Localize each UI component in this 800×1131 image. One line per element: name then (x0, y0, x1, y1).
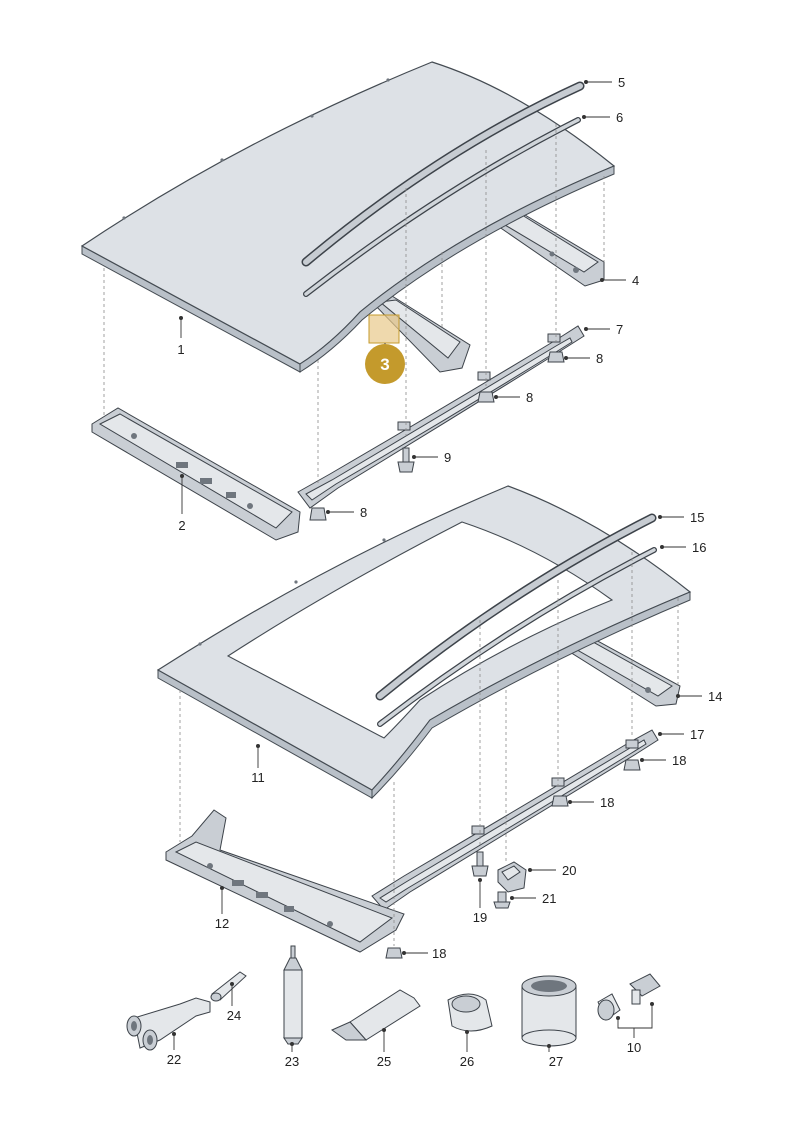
panoramic-front-cross-member (165, 809, 405, 953)
callout-17: 17 (690, 727, 704, 742)
callout-22: 22 (167, 1052, 181, 1067)
callout-18-left: 18 (432, 946, 446, 961)
nut-8-left (309, 507, 327, 521)
panoramic-side-roof-frame (371, 729, 659, 911)
panoramic-roof-rail-outer (375, 513, 657, 701)
bolt-19 (471, 851, 489, 877)
badge-circle (365, 344, 405, 384)
adhesive-tube-23 (283, 945, 303, 1045)
callout-2: 2 (178, 518, 185, 533)
front-roof-cross-member (91, 407, 301, 541)
highlighted-area (368, 314, 400, 344)
callout-23: 23 (285, 1054, 299, 1069)
callout-20: 20 (562, 863, 576, 878)
callout-7: 7 (616, 322, 623, 337)
badge-label: 3 (380, 355, 389, 374)
screw-21 (493, 891, 511, 909)
callout-6: 6 (616, 110, 623, 125)
nut-8-middle (477, 391, 495, 403)
callout-5: 5 (618, 75, 625, 90)
callout-9: 9 (444, 450, 451, 465)
callout-1: 1 (177, 342, 184, 357)
callout-21: 21 (542, 891, 556, 906)
panoramic-roof-frame (156, 485, 692, 800)
callout-26: 26 (460, 1054, 474, 1069)
sealant-can-27 (521, 975, 577, 1047)
callout-8-middle: 8 (526, 390, 533, 405)
callout-27: 27 (549, 1054, 563, 1069)
side-roof-frame (297, 325, 585, 509)
nut-18-middle (551, 795, 569, 807)
callout-24: 24 (227, 1008, 241, 1023)
nut-8-upper-right (547, 351, 565, 363)
callout-18-middle: 18 (600, 795, 614, 810)
callout-4: 4 (632, 273, 639, 288)
callout-25: 25 (377, 1054, 391, 1069)
nut-18-right (623, 759, 641, 771)
fastener-set-10 (597, 973, 661, 1021)
callout-labels: 5 6 4 7 8 8 9 8 1 2 15 16 14 17 18 18 20… (167, 75, 723, 1069)
tube-25 (330, 989, 421, 1041)
panoramic-roof-rail-inner (377, 547, 657, 727)
callout-14: 14 (708, 689, 722, 704)
cartridge-gun-22 (126, 997, 211, 1051)
tape-roll-26 (447, 993, 493, 1032)
roof-rail-outer (301, 81, 585, 267)
callout-16: 16 (692, 540, 706, 555)
position-badge: 3 (365, 343, 405, 384)
callout-18-right: 18 (672, 753, 686, 768)
callout-15: 15 (690, 510, 704, 525)
callout-12: 12 (215, 916, 229, 931)
guide-lines-lower (179, 552, 679, 946)
callout-11: 11 (251, 770, 265, 785)
bolt-9 (397, 447, 415, 473)
callout-8-upper: 8 (596, 351, 603, 366)
nut-18-left (385, 947, 403, 959)
callout-10: 10 (627, 1040, 641, 1055)
callout-8-lower: 8 (360, 505, 367, 520)
callout-19: 19 (473, 910, 487, 925)
callout-leaders (172, 80, 702, 1052)
roof-rail-inner (303, 117, 581, 297)
clip-20 (497, 861, 527, 893)
nozzle-24 (210, 971, 247, 1002)
guide-lines-upper (103, 124, 605, 486)
